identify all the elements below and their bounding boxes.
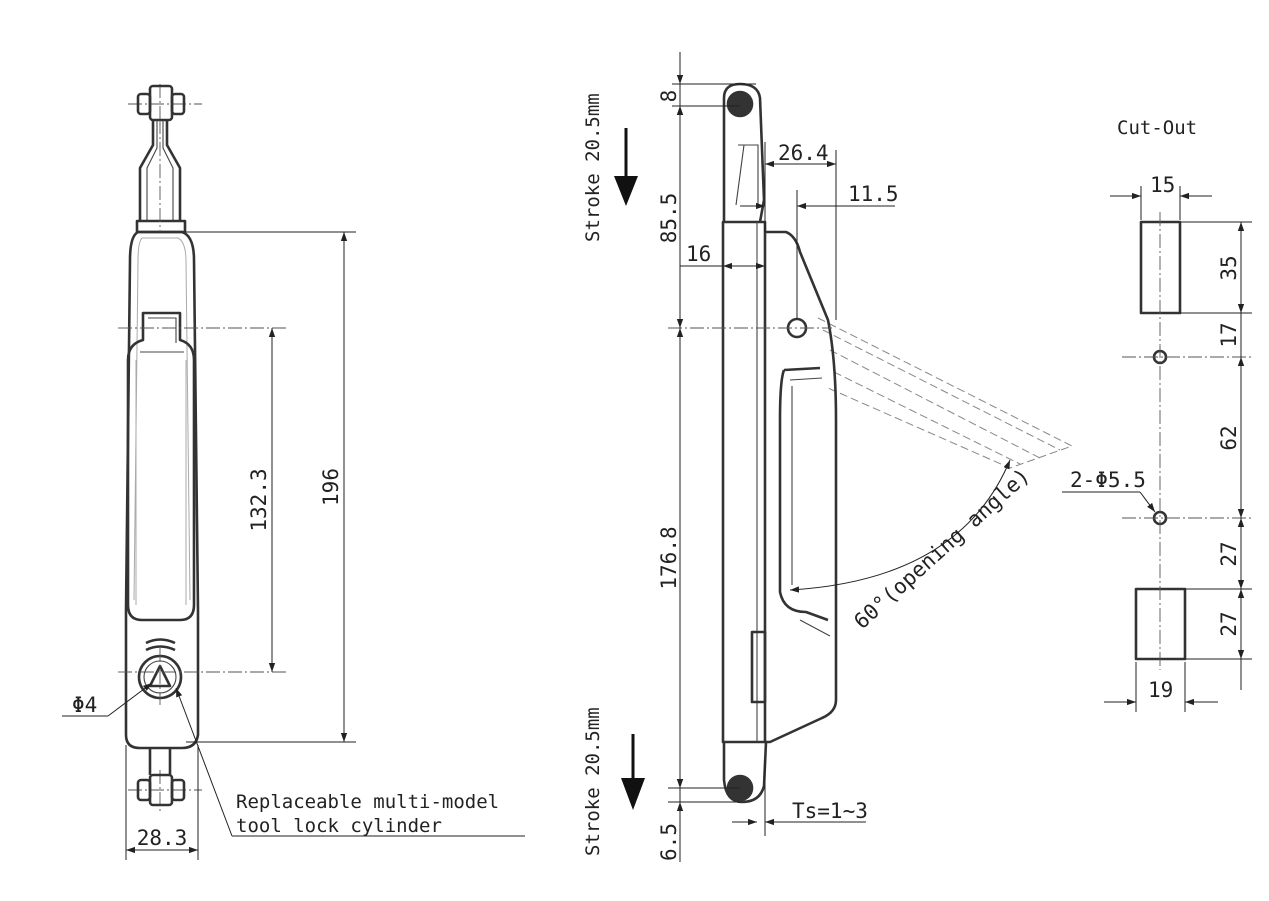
bottom-rod-end	[128, 748, 202, 812]
dim-19-label: 19	[1148, 678, 1173, 702]
dim-15-label: 15	[1150, 173, 1175, 197]
stroke-bottom: Stroke 20.5mm	[582, 707, 645, 856]
top-rod-end	[128, 84, 202, 234]
side-dimension-chain: 8 85.5 176.8 6.5	[657, 52, 756, 862]
hole-leader: 2-Φ5.5	[1062, 468, 1156, 513]
dim-6-5-label: 6.5	[657, 823, 681, 861]
dimension-16: 16	[680, 242, 765, 270]
dimension-ts: Ts=1~3	[732, 760, 868, 836]
dim-11-5-label: 11.5	[848, 182, 899, 206]
keyhole-leader: Φ4	[62, 682, 153, 717]
dimension-28-3: 28.3	[125, 745, 199, 860]
side-view: Stroke 20.5mm Stroke 20.5mm 8 85.5 176.8	[582, 52, 1074, 862]
cutout-title: Cut-Out	[1117, 117, 1197, 139]
stroke-top: Stroke 20.5mm	[582, 93, 638, 242]
stroke-bottom-label: Stroke 20.5mm	[582, 707, 604, 856]
cutout-top-rect	[1139, 220, 1182, 315]
cutout-view: Cut-Out 15 35 17 62 27	[1062, 117, 1252, 712]
dimension-132-3: 132.3	[247, 328, 276, 672]
grip-recess	[126, 311, 196, 622]
handle-outline	[124, 230, 200, 750]
dim-35-label: 35	[1217, 255, 1241, 280]
dimension-19: 19	[1104, 662, 1218, 712]
front-view: 196 132.3 28.3 Φ4 Replaceable multi-mode…	[62, 84, 525, 860]
dim-26-4-label: 26.4	[778, 141, 829, 165]
dim-27b-label: 27	[1217, 611, 1241, 636]
dim-8-label: 8	[657, 90, 681, 103]
dimension-15: 15	[1110, 173, 1212, 220]
opening-angle: 60°(opening angle)	[789, 459, 1034, 634]
dim-85-5-label: 85.5	[657, 193, 681, 244]
dim-17-label: 17	[1217, 322, 1241, 347]
cutout-bottom-rect	[1134, 587, 1187, 661]
base-plate	[721, 220, 767, 744]
note-line-1: Replaceable multi-model	[236, 791, 499, 813]
lock-cylinder	[118, 638, 288, 705]
dimension-196: 196	[186, 231, 356, 743]
stroke-top-label: Stroke 20.5mm	[582, 93, 604, 242]
dim-phi4-label: Φ4	[72, 693, 97, 717]
dim-ts-label: Ts=1~3	[792, 799, 868, 823]
cylinder-note: Replaceable multi-model tool lock cylind…	[175, 687, 525, 837]
dim-196-label: 196	[319, 468, 343, 506]
open-handle-ghost	[817, 317, 1074, 469]
hole-label: 2-Φ5.5	[1070, 468, 1146, 492]
dim-28-3-label: 28.3	[137, 826, 188, 850]
cutout-dimension-chain: 35 17 62 27 27	[1180, 221, 1252, 690]
side-handle	[765, 230, 838, 744]
dim-176-8-label: 176.8	[657, 526, 681, 589]
dim-62-label: 62	[1217, 425, 1241, 450]
dim-132-3-label: 132.3	[247, 468, 271, 531]
dimension-11-5: 11.5	[740, 182, 899, 318]
dim-27a-label: 27	[1217, 541, 1241, 566]
dimension-26-4: 26.4	[764, 141, 837, 320]
note-line-2: tool lock cylinder	[236, 815, 442, 837]
dim-16-label: 16	[686, 242, 711, 266]
opening-angle-label: 60°(opening angle)	[849, 464, 1034, 634]
